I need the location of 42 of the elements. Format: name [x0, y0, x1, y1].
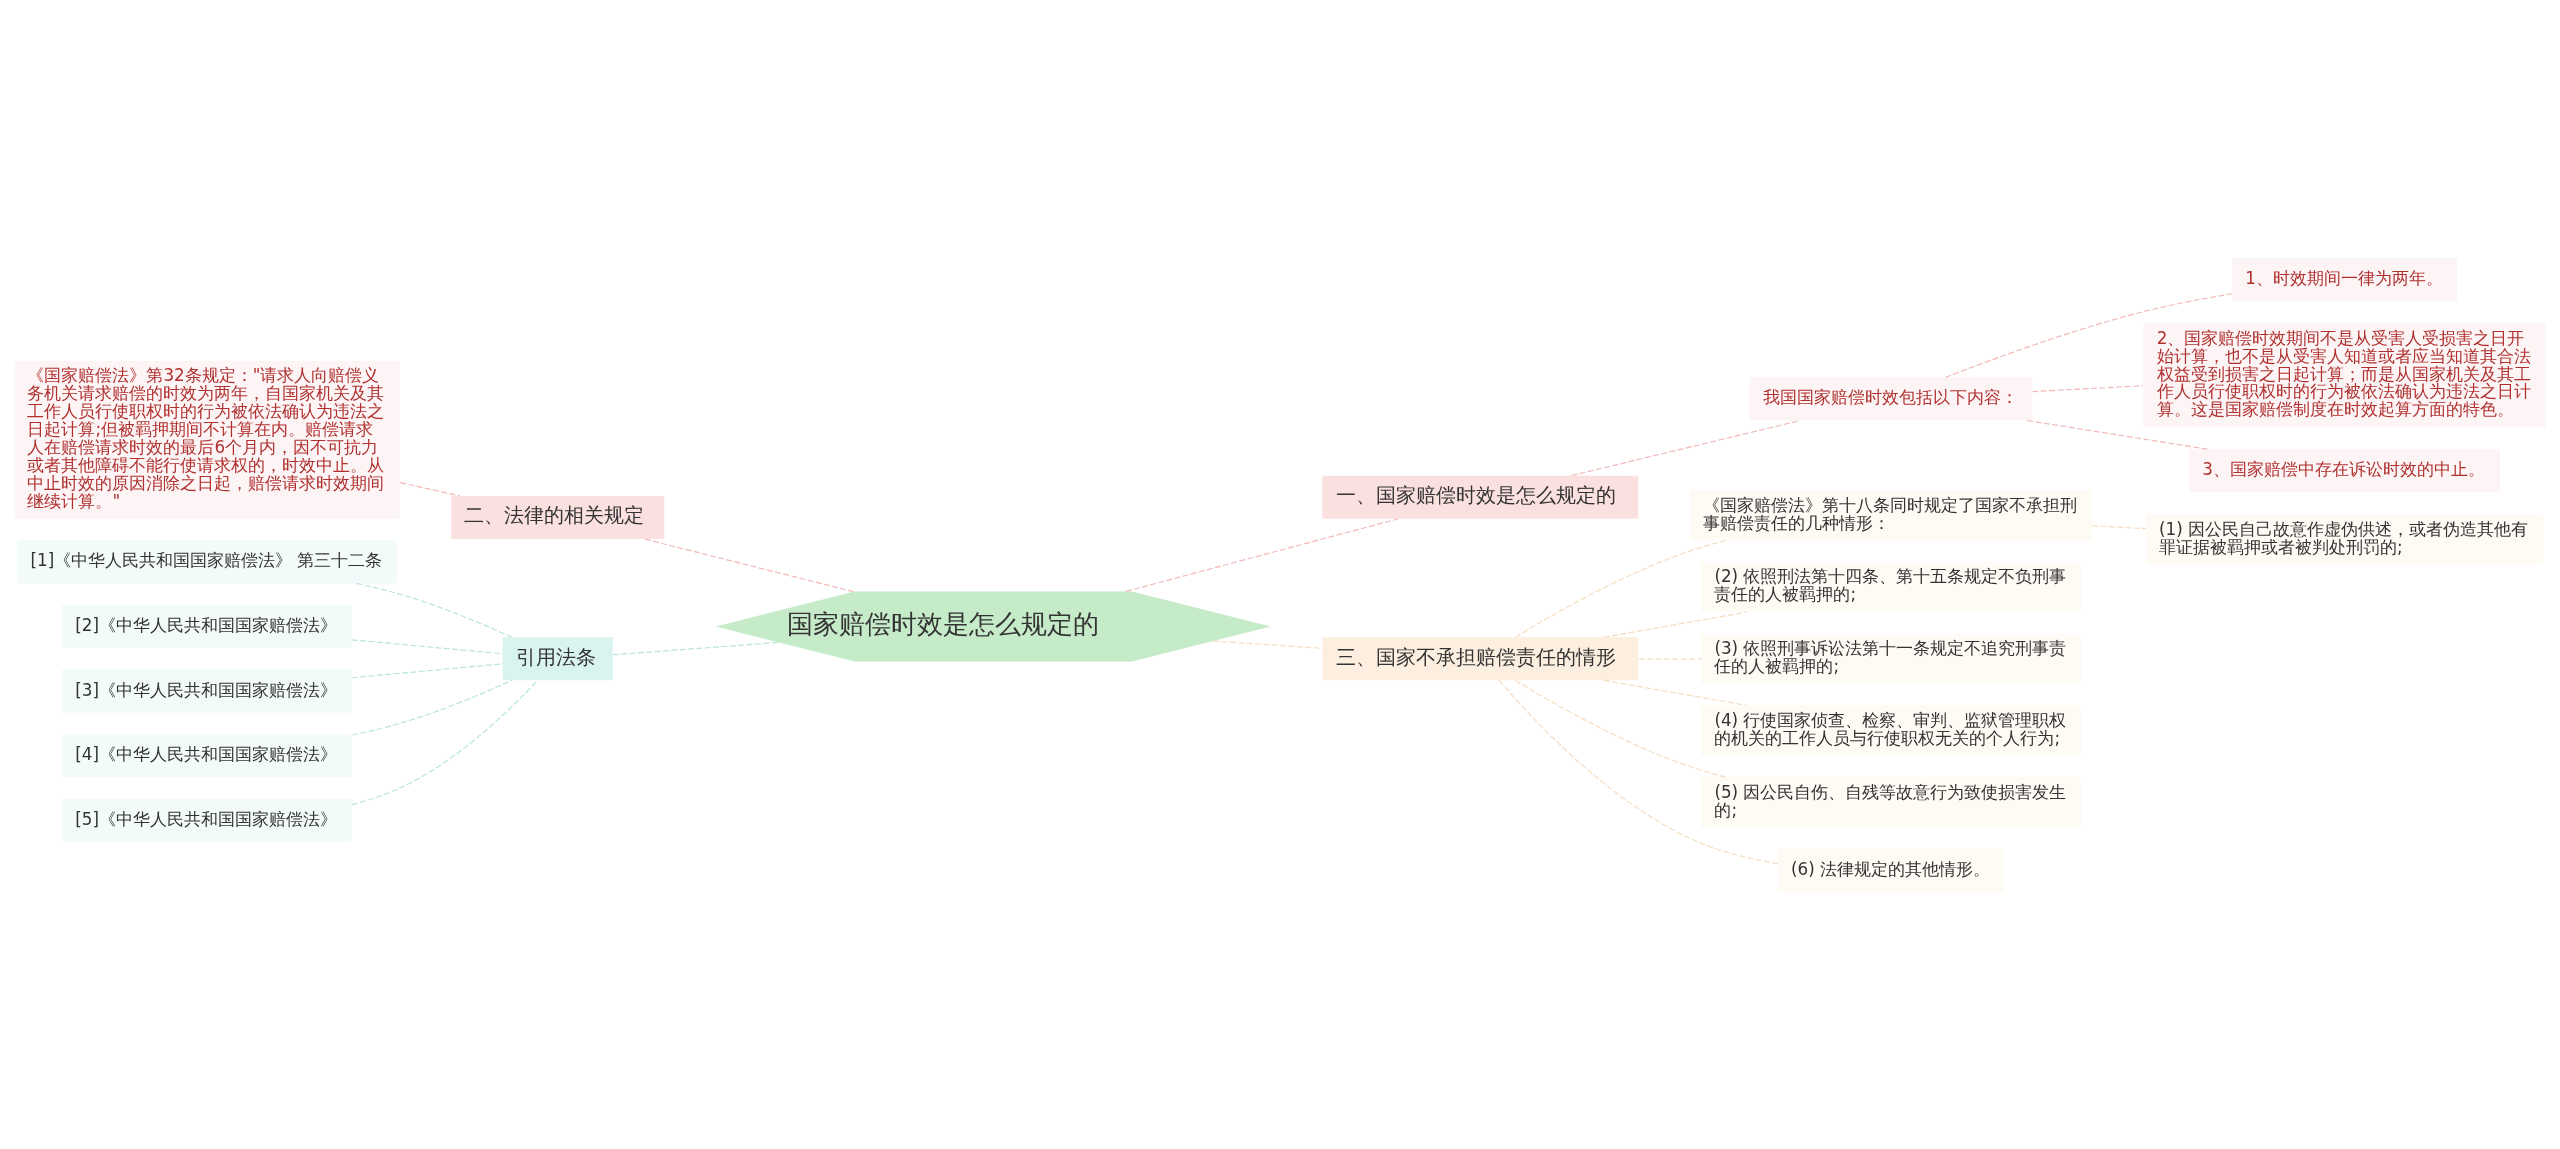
node-box: [2]《中华人民共和国国家赔偿法》	[62, 604, 352, 648]
connector	[355, 582, 513, 638]
connector	[351, 638, 504, 654]
connector	[2031, 384, 2144, 392]
connector	[1638, 657, 1702, 659]
node-box: (6) 法律规定的其他情形。	[1777, 848, 2005, 892]
node-box: (4) 行使国家侦查、检察、审判、监狱管理职权的机关的工作人员与行使职权无关的个人行为;	[1701, 705, 2081, 756]
node-box: [5]《中华人民共和国国家赔偿法》	[62, 798, 352, 842]
connector	[612, 641, 780, 655]
node-box: 三、国家不承担赔偿责任的情形	[1322, 636, 1639, 680]
node-box: 《国家赔偿法》第十八条同时规定了国家不承担刑事赔偿责任的几种情形：	[1689, 489, 2093, 540]
node-box: 《国家赔偿法》第32条规定："请求人向赔偿义务机关请求赔偿的时效为两年，自国家机关及其工作人员行使职权时的行为被依法确认为违法之日起计算;但被羁押期间不计算在内。赔偿请求人在赔偿请求时效的最后6个月内，因不可抗力或者其他障碍不能行使请求权的，时效中止。从中止时效的原因消除之日起，赔偿请求时效期间继续计算。"	[14, 360, 400, 519]
node-box: 二、法律的相关规定	[451, 495, 665, 539]
node-box: 2、国家赔偿时效期间不是从受害人受损害之日开始计算，也不是从受害人知道或者应当知道其合法权益受到损害之日起计算；而是从国家机关及其工作人员行使职权时的行为被依法确认为违法之日计算。这是国家赔偿制度在时效起算方面的特色。	[2143, 322, 2546, 427]
connector	[1603, 679, 1748, 706]
connector	[1125, 517, 1399, 592]
node-box: [1]《中华人民共和国国家赔偿法》 第三十二条	[17, 539, 397, 583]
connector	[1498, 679, 1779, 864]
node-box: 1、时效期间一律为两年。	[2232, 257, 2458, 301]
connector	[1514, 539, 1727, 638]
connector	[351, 679, 538, 805]
node-box: [4]《中华人民共和国国家赔偿法》	[62, 733, 352, 777]
node-box: (2) 依照刑法第十四条、第十五条规定不负刑事责任的人被羁押的;	[1701, 561, 2081, 612]
connector	[2026, 419, 2209, 450]
node-box: 我国国家赔偿时效包括以下内容：	[1749, 377, 2033, 421]
node-box: 一、国家赔偿时效是怎么规定的	[1322, 475, 1639, 519]
connector	[1212, 639, 1323, 649]
node-box: (3) 依照刑事诉讼法第十一条规定不追究刑事责任的人被羁押的;	[1701, 633, 2081, 684]
connector	[1603, 611, 1748, 638]
connector	[351, 679, 513, 736]
connector	[1514, 679, 1727, 778]
node-box: 3、国家赔偿中存在诉讼时效的中止。	[2189, 448, 2501, 492]
connector	[351, 662, 504, 678]
connector	[1571, 419, 1801, 476]
connector	[1945, 292, 2233, 378]
node-box: 引用法条	[502, 636, 613, 680]
connector	[644, 538, 854, 592]
node-box: (5) 因公民自伤、自残等故意行为致使损害发生的;	[1701, 776, 2081, 828]
connector	[2091, 524, 2147, 529]
connector	[399, 481, 461, 497]
node-box: (1) 因公民自己故意作虚伪供述，或者伪造其他有罪证据被羁押或者被判处刑罚的;	[2145, 513, 2544, 564]
node-box: [3]《中华人民共和国国家赔偿法》	[62, 669, 352, 713]
